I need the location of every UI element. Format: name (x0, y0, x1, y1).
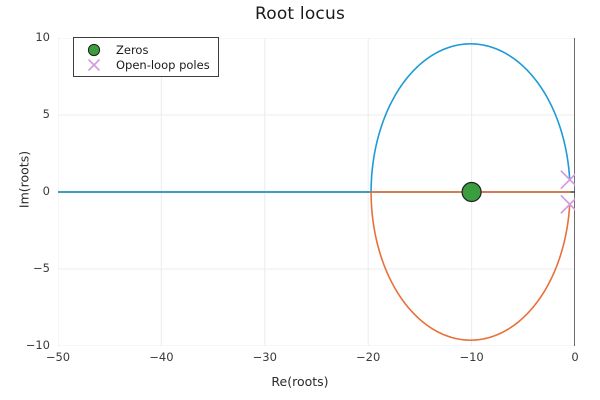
legend-item-poles: Open-loop poles (80, 57, 210, 72)
x-tick-label: 0 (571, 350, 579, 364)
plot-canvas (58, 38, 575, 346)
x-tick-label: −40 (149, 350, 174, 364)
x-tick-label: −20 (356, 350, 381, 364)
page-title: Root locus (254, 4, 346, 24)
plot-area (58, 38, 575, 346)
legend-label-poles: Open-loop poles (116, 57, 210, 72)
y-axis-label: Im(roots) (16, 150, 32, 209)
legend: Zeros Open-loop poles (73, 37, 219, 77)
x-tick-label: −50 (45, 350, 71, 364)
x-tick-label: −10 (459, 350, 484, 364)
x-tick-label: −30 (252, 350, 277, 364)
y-tick-label: 0 (42, 184, 50, 198)
y-tick-label: −5 (33, 261, 50, 275)
circle-marker-icon (80, 42, 108, 57)
legend-label-zeros: Zeros (116, 42, 149, 57)
x-marker-icon (80, 57, 108, 72)
y-tick-label: −10 (25, 338, 50, 352)
legend-item-zeros: Zeros (80, 42, 210, 57)
y-tick-label: 5 (42, 107, 50, 121)
x-axis-label: Re(roots) (271, 374, 329, 389)
y-tick-label: 10 (35, 30, 50, 44)
